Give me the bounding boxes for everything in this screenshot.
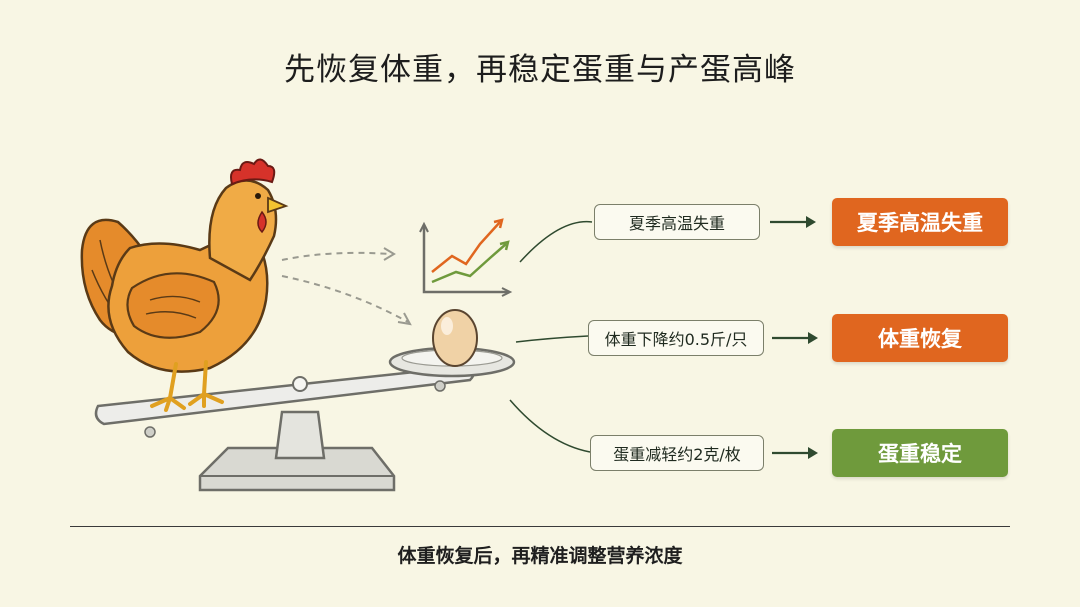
cause-label-1: 夏季高温失重 xyxy=(594,204,760,240)
result-badge-3: 蛋重稳定 xyxy=(832,429,1008,477)
footer-caption: 体重恢复后，再精准调整营养浓度 xyxy=(397,545,683,567)
rising-chart-icon xyxy=(419,218,513,297)
result-badge-2: 体重恢复 xyxy=(832,314,1008,362)
page-title: 先恢复体重，再稳定蛋重与产蛋高峰 xyxy=(284,52,796,88)
arrow-right-icon xyxy=(770,216,818,459)
cause-label-3: 蛋重减轻约2克/枚 xyxy=(590,435,764,471)
cause-label-2: 体重下降约0.5斤/只 xyxy=(588,320,764,356)
egg-icon xyxy=(432,309,478,367)
chicken-illustration xyxy=(80,158,289,412)
result-badge-1: 夏季高温失重 xyxy=(832,198,1008,246)
divider xyxy=(70,526,1010,528)
